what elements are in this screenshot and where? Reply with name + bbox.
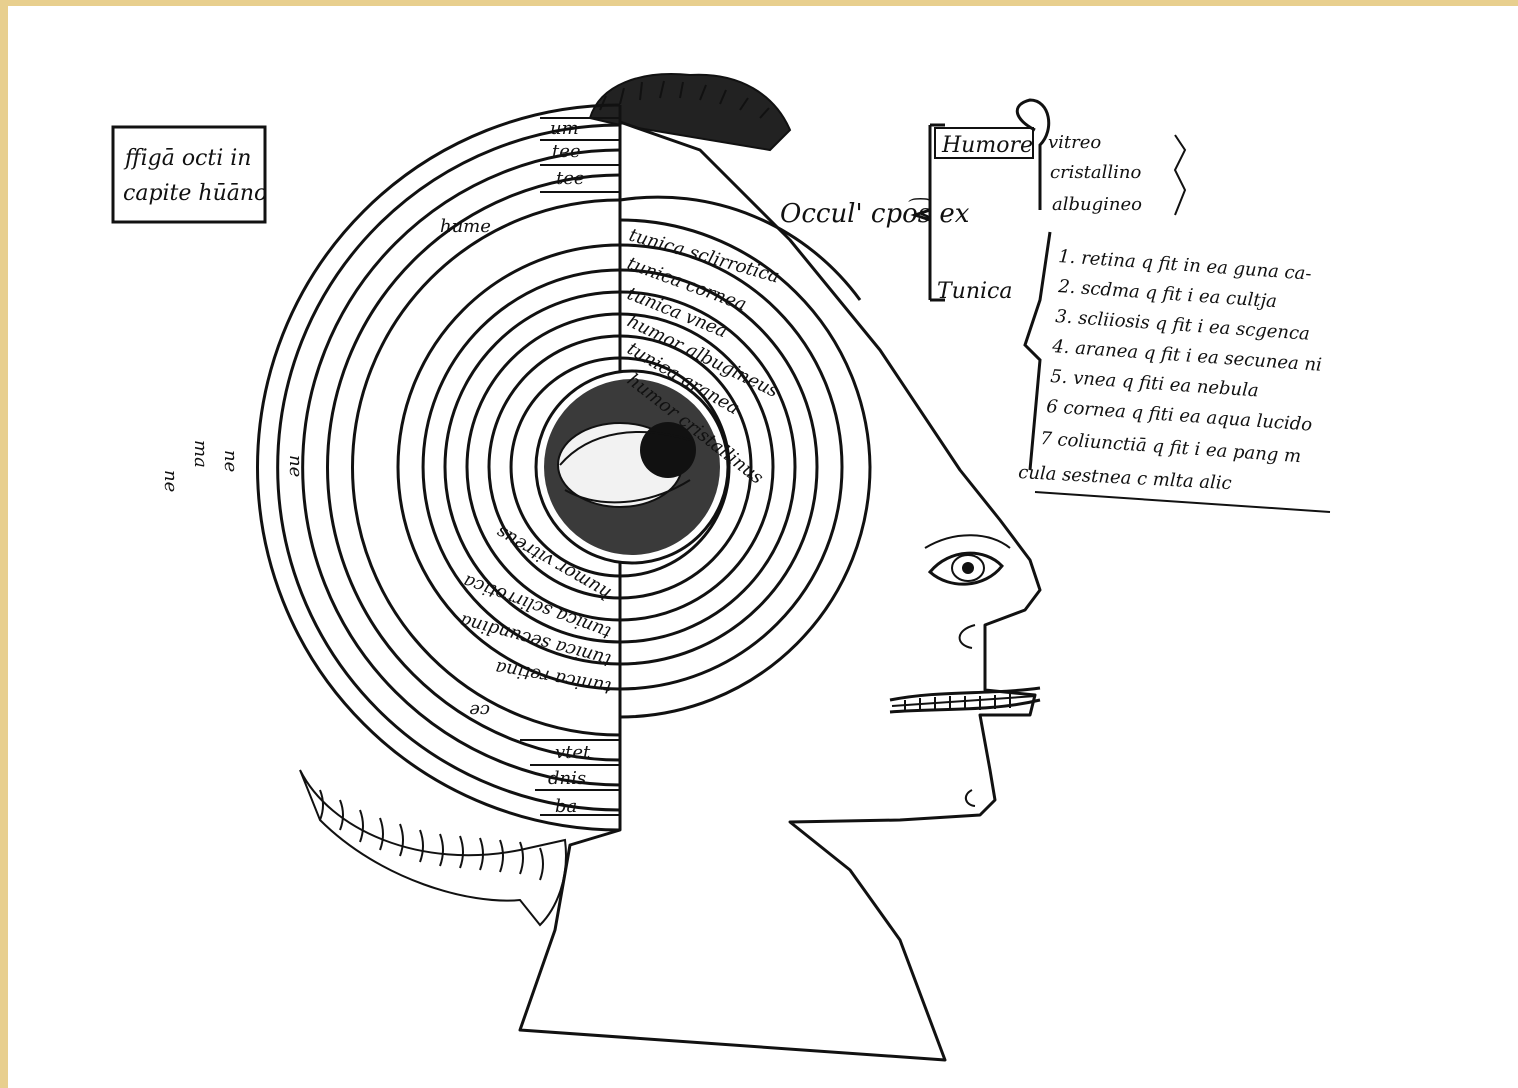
band-label-3: tee <box>556 168 585 189</box>
left-band-2: ma <box>190 440 211 468</box>
tunica-7: 7 coliunctiā q fit i ea pang m <box>1040 428 1302 467</box>
occulus-label: Occul' cpo͡s ex <box>780 197 970 229</box>
upper-left-label: hume <box>440 216 491 237</box>
tunica-8: cula sestnea c mlta alic <box>1018 462 1232 494</box>
tunica-6: 6 cornea q fiti ea aqua lucido <box>1046 396 1313 436</box>
tunica-2: 2. scdma q fit i ea cultja <box>1057 276 1278 312</box>
title-line-2: capite hūāno <box>123 181 267 206</box>
lower-band-3: dnis <box>548 768 586 789</box>
lower-band-1: ce <box>469 700 490 721</box>
hair-bottom <box>300 770 566 925</box>
tunica-label: Tunica <box>937 279 1013 304</box>
lower-band-4: ba <box>555 796 577 817</box>
title-line-1: ffigā octi in <box>123 146 251 171</box>
humor-1: vitreo <box>1048 132 1101 153</box>
tunica-5: 5. vnea q fiti ea nebula <box>1050 366 1260 402</box>
left-band-3: ne <box>220 450 241 472</box>
title-box: ffigā octi in capite hūāno <box>113 127 267 222</box>
humor-3: albugineo <box>1052 194 1142 215</box>
left-band-4: ne <box>285 455 306 477</box>
left-band-1: ne <box>160 470 181 492</box>
lower-band-2: vtet <box>555 742 591 763</box>
humor-2: cristallino <box>1050 162 1142 183</box>
humore-label: Humore <box>941 133 1033 158</box>
band-label-2: tee <box>552 141 581 162</box>
band-label-1: um <box>550 118 579 139</box>
